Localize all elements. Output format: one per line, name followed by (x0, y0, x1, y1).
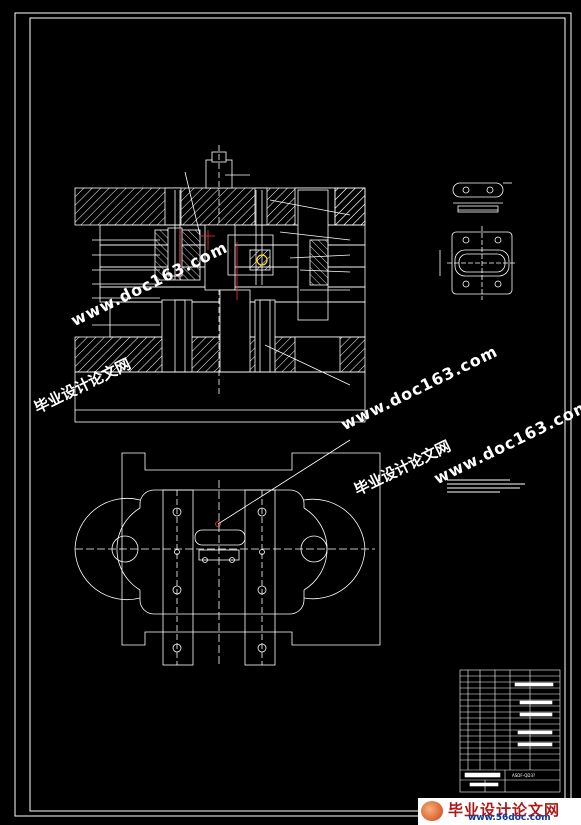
logo-url: www.56doc.com (468, 813, 551, 823)
title-block: ASDF-QD3? (459, 669, 561, 793)
top-plan-view (74, 439, 381, 666)
logo-title: 毕业设计论文网 (448, 801, 561, 819)
main-section-view (74, 145, 366, 423)
drawing-frame (14, 12, 572, 817)
part-detail-bottom (439, 226, 517, 300)
logo-badge-icon (421, 801, 443, 821)
technical-notes (447, 479, 525, 493)
part-detail-top (452, 182, 512, 213)
site-logo[interactable]: 毕业设计论文网 www.56doc.com (418, 798, 581, 825)
title-block-label: ASDF-QD3? (512, 773, 535, 778)
